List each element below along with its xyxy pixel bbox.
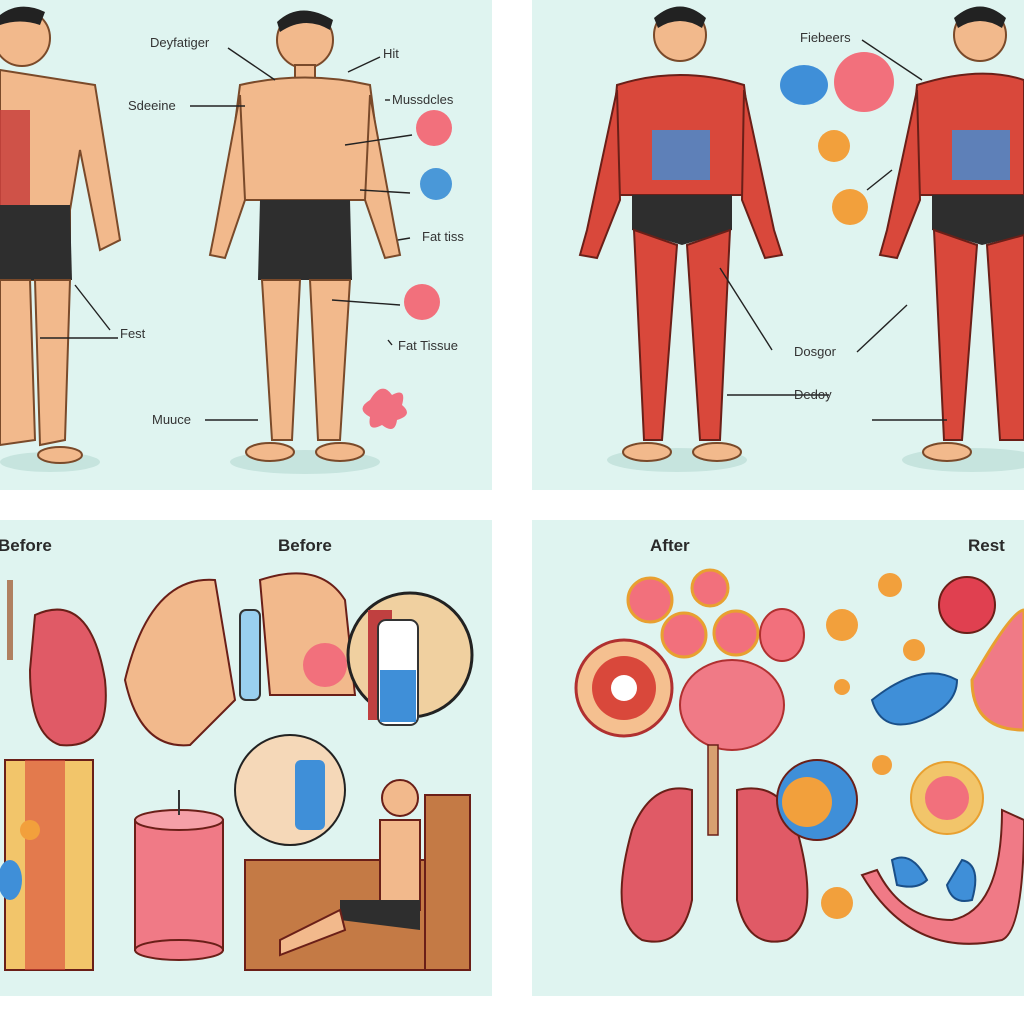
blue-organ: [870, 672, 959, 726]
panel-muscle-body: Fiebeers Dosgor Dedoy: [532, 0, 1024, 490]
cell-red-large: [834, 52, 894, 112]
fat-cluster: [679, 659, 785, 751]
cell-orange-2: [832, 189, 868, 225]
lung-left: [620, 787, 693, 943]
fat-cell-red-2: [404, 284, 440, 320]
fat-body-illustration: [0, 6, 452, 474]
fat-cell-red-1: [416, 110, 452, 146]
header-after: After: [650, 536, 690, 555]
left-figure: [0, 6, 122, 464]
panel-after: After Rest: [532, 520, 1024, 996]
fat-cylinder: [134, 819, 224, 951]
arm: [123, 578, 237, 747]
muscle-figure-2: [878, 6, 1024, 462]
muscle-figure-1: [578, 6, 784, 462]
before-illustration: [0, 572, 474, 971]
label-deyfatiger: Deyfatiger: [150, 35, 210, 50]
cell-orange-1: [818, 130, 850, 162]
muscle-body-illustration: [578, 6, 1024, 472]
label-hit: Hit: [383, 46, 399, 61]
label-dosgor: Dosgor: [794, 344, 836, 359]
label-muuce: Muuce: [152, 412, 192, 427]
header-rest: Rest: [968, 536, 1005, 555]
cell-blue-oval: [780, 65, 828, 105]
panel-fat-body: Deyfatiger Hit Sdeeine Mussdcles Fat tis…: [0, 0, 492, 490]
panel-before: Before Before: [0, 520, 492, 996]
label-sdeeine: Sdeeine: [128, 98, 176, 113]
label-fest: Fest: [120, 326, 146, 341]
muscle-fiber-shape: [362, 388, 407, 429]
label-dedoy: Dedoy: [794, 387, 832, 402]
lung-left: [28, 608, 107, 747]
label-fiebeers: Fiebeers: [800, 30, 851, 45]
label-muscles: Mussdcles: [392, 92, 454, 107]
after-illustration: [574, 568, 1024, 945]
label-fat-tiss: Fat tiss: [422, 229, 464, 244]
header-before-left: Before: [0, 536, 52, 555]
fat-cell-blue: [420, 168, 452, 200]
header-before-center: Before: [278, 536, 332, 555]
center-figure: [208, 10, 402, 462]
syringe: [239, 609, 261, 701]
label-fat-tissue: Fat Tissue: [398, 338, 458, 353]
